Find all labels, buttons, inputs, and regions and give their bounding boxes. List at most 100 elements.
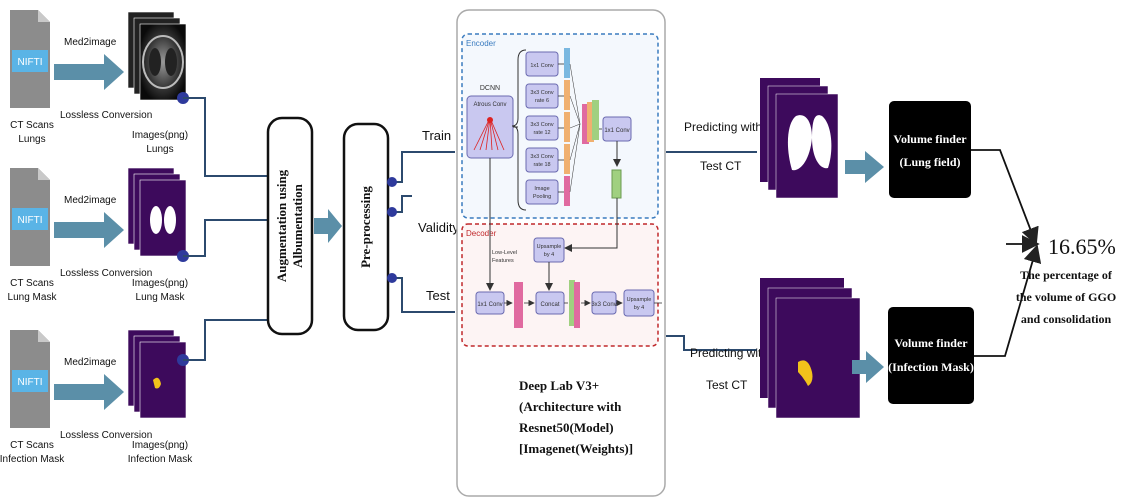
svg-text:3x3 Conv: 3x3 Conv [530,122,553,128]
predict-bottom-line2: Test CT [706,378,748,392]
image-stack [127,329,187,419]
augmentation-box: Augmentation using Albumentation [266,116,314,336]
encoder-region [461,33,659,219]
low-level-line1: Low-Level [492,250,517,256]
output-caption-line2: Infection Mask [128,454,193,465]
aspp-branch: 1x1 Conv [525,48,581,125]
atrous-label: Atrous Conv [473,102,506,108]
encoder-output [611,169,622,199]
arrow-to-lung-finder [845,151,884,183]
input-caption-line1: CT Scans [10,440,54,451]
predict-top-line1: Predicting with [684,120,762,134]
split-dot-test [387,273,397,283]
atrous-rays [473,117,505,151]
output-caption-line1: Images(png) [132,278,188,289]
nifti-label: NIFTI [18,377,43,388]
svg-text:rate 18: rate 18 [533,162,550,168]
tool-label: Med2image [64,357,117,368]
tool-label: Med2image [64,37,117,48]
augmentation-line2: Albumentation [290,183,305,268]
result-line1: The percentage of [1020,268,1113,282]
preprocessing-box: Pre-processing [342,122,390,332]
predict-top-line2: Test CT [700,159,742,173]
svg-text:1x1 Conv: 1x1 Conv [530,63,553,69]
result-connectors [971,149,1042,357]
model-caption-3: Resnet50(Model) [519,420,614,435]
encoder-feature-stack [582,100,599,144]
aspp-branch: 3x3 Conv rate 18 [525,123,581,174]
svg-text:Image: Image [534,186,549,192]
volume-finder-infection: Volume finder (Infection Mask) [888,307,974,404]
predicted-infection-mask-stack [760,278,861,419]
split-test-label: Test [426,288,450,303]
input-caption-line1: CT Scans [10,278,54,289]
svg-text:Concat: Concat [540,302,559,308]
model-caption-1: Deep Lab V3+ [519,378,599,393]
input-caption-line2: Infection Mask [0,454,65,465]
nifti-file-icon: NIFTI [10,10,50,108]
conversion-arrow [54,54,124,90]
split-train-label: Train [422,128,451,143]
predict-bottom-line1: Predicting with [690,346,768,360]
nifti-label: NIFTI [18,215,43,226]
result-line2: the volume of GGO [1016,290,1116,304]
image-stack [127,167,187,257]
svg-text:3x3 Conv: 3x3 Conv [530,154,553,160]
nifti-file-icon: NIFTI [10,330,50,428]
svg-text:Upsample: Upsample [627,297,652,303]
svg-text:rate 6: rate 6 [535,98,549,104]
svg-text:(Infection Mask): (Infection Mask) [888,360,974,374]
svg-text:rate 12: rate 12 [533,130,550,136]
model-caption-2: (Architecture with [519,399,622,414]
tool-label: Med2image [64,195,117,206]
svg-text:Volume finder: Volume finder [893,132,967,146]
split-validity-label: Validity [418,220,459,235]
input-caption-line2: Lungs [18,134,45,145]
conversion-arrow [54,374,124,410]
image-stack [127,11,187,101]
result-value: 16.65% [1048,234,1116,259]
input-caption-line1: CT Scans [10,120,54,131]
aspp-branch: 3x3 Conv rate 6 [525,80,581,125]
svg-text:3x3 Conv: 3x3 Conv [591,302,616,308]
input-connectors [183,97,268,361]
predicted-lung-mask-stack [760,78,839,199]
low-level-line2: Features [492,258,514,264]
svg-text:by 4: by 4 [634,305,644,311]
decoder-region [461,223,659,347]
output-caption-line2: Lungs [146,144,173,155]
input-caption-line2: Lung Mask [8,292,58,303]
output-caption-line2: Lung Mask [136,292,186,303]
volume-finder-lung: Volume finder (Lung field) [889,101,971,198]
augmentation-line1: Augmentation using [274,169,289,282]
dcnn-label: DCNN [480,85,500,92]
encoder-label: Encoder [466,39,496,48]
model-caption-4: [Imagenet(Weights)] [519,441,633,456]
output-caption-line1: Images(png) [132,440,188,451]
aspp-branch: 3x3 Conv rate 12 [525,112,581,142]
output-caption-line1: Images(png) [132,130,188,141]
conversion-label: Lossless Conversion [60,110,152,121]
svg-text:Pooling: Pooling [533,194,551,200]
svg-text:(Lung field): (Lung field) [899,155,960,169]
nifti-file-icon: NIFTI [10,168,50,266]
split-dot-validity [387,207,397,217]
svg-text:1x1 Conv: 1x1 Conv [604,128,629,134]
svg-text:3x3 Conv: 3x3 Conv [530,90,553,96]
conversion-label: Lossless Conversion [60,430,152,441]
conversion-arrow [54,212,124,248]
result-line3: and consolidation [1021,312,1112,326]
svg-text:1x1 Conv: 1x1 Conv [477,302,502,308]
output-connectors [666,151,757,351]
model-panel: Encoder DCNN Atrous Conv 1x1 Conv 3x3 Con… [456,9,666,497]
arrow-aug-to-preproc [314,209,342,243]
arrow-to-infection-finder [852,351,884,383]
conversion-label: Lossless Conversion [60,268,152,279]
svg-text:Upsample: Upsample [537,244,562,250]
nifti-label: NIFTI [18,57,43,68]
